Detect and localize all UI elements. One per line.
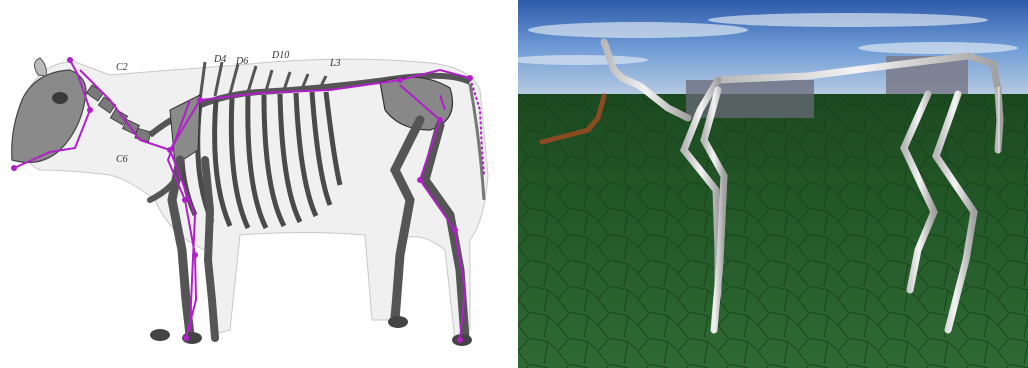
horn: [34, 58, 46, 76]
cow-skeleton-illustration: C2 D4 D6 D10 L3 C6: [0, 0, 505, 368]
label-l3: L3: [329, 58, 341, 69]
hooves: [150, 316, 472, 346]
tail-chain: [998, 90, 1000, 150]
label-c6: C6: [116, 154, 128, 165]
label-d6: D6: [235, 56, 248, 67]
eye-socket: [52, 92, 68, 104]
label-c2: C2: [116, 62, 128, 73]
skeleton-drawing: C2 D4 D6 D10 L3 C6: [0, 0, 505, 368]
3d-rig-render: [518, 0, 1028, 368]
rig-scene: [518, 0, 1028, 368]
label-d10: D10: [271, 50, 289, 61]
label-d4: D4: [213, 54, 226, 65]
